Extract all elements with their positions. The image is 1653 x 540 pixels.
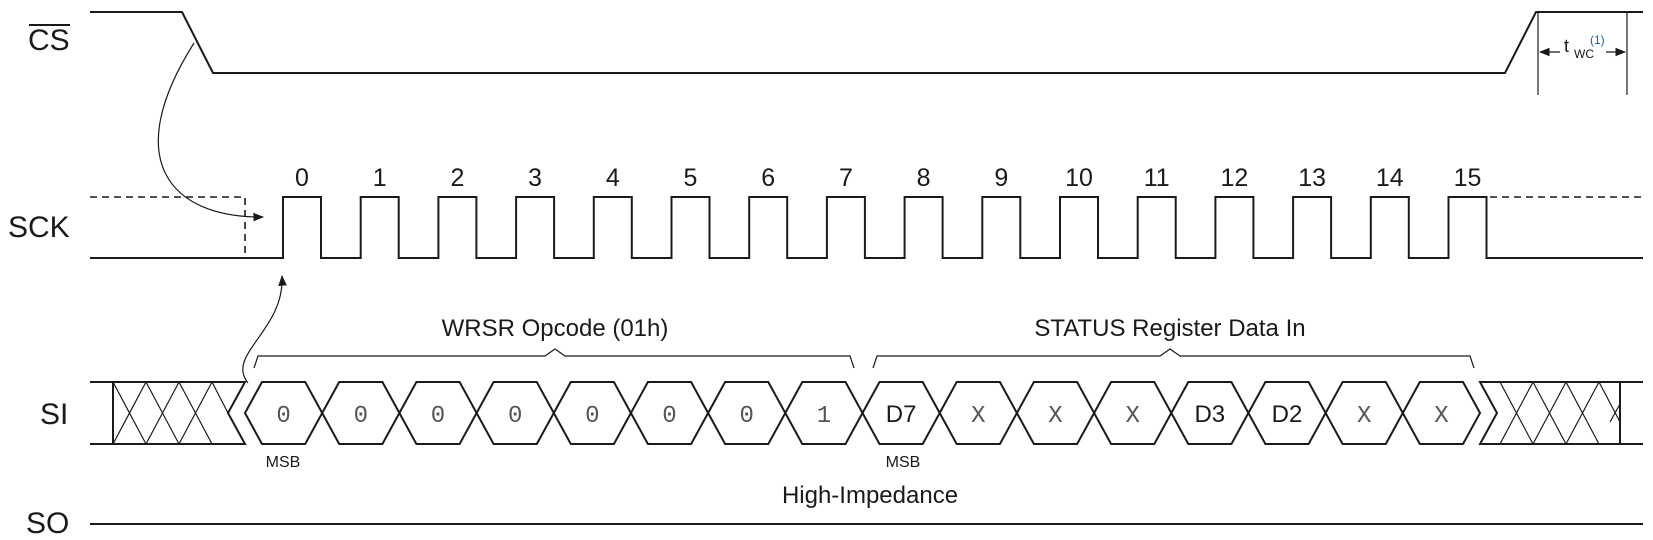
si-bit-value: 1 <box>817 403 831 430</box>
si-bit-value: 0 <box>662 403 676 430</box>
clock-label: 10 <box>1065 164 1093 192</box>
si-bit-value: 0 <box>585 403 599 430</box>
sck-label: SCK <box>8 211 70 244</box>
status-data-group-label: STATUS Register Data In <box>1034 315 1305 342</box>
si-bit-value: 0 <box>739 403 753 430</box>
clock-label: 13 <box>1298 164 1326 192</box>
clock-label: 12 <box>1220 164 1248 192</box>
twc-subscript: WC <box>1574 47 1594 61</box>
si-bit-value: 0 <box>276 403 290 430</box>
si-bits: 0 0 0 0 0 0 0 1 D7 X X X D3 D2 X X <box>243 381 1482 445</box>
clock-label: 6 <box>761 164 775 192</box>
clock-label: 15 <box>1454 164 1482 192</box>
si-bit-cell <box>1401 381 1482 445</box>
clock-label: 7 <box>839 164 853 192</box>
si-bit-value: D2 <box>1272 401 1303 428</box>
si-bit-value: X <box>971 403 985 430</box>
clock-label: 5 <box>684 164 698 192</box>
si-bit-value: X <box>1434 403 1448 430</box>
si-bit-value: X <box>1357 403 1371 430</box>
clock-label: 8 <box>917 164 931 192</box>
clock-label: 9 <box>994 164 1008 192</box>
si-dont-care-left <box>112 381 247 445</box>
si-bit-value: 0 <box>508 403 522 430</box>
clock-label: 11 <box>1144 164 1170 192</box>
si-dont-care-right <box>1478 381 1621 445</box>
si-bit-value: X <box>1125 403 1139 430</box>
si-bit-value: 0 <box>431 403 445 430</box>
cs-to-sck-arrow <box>157 42 265 222</box>
twc-annotation: t WC (1) <box>1537 12 1628 95</box>
opcode-group-label: WRSR Opcode (01h) <box>442 315 669 342</box>
msb-label-opcode: MSB <box>266 454 301 471</box>
clock-label: 1 <box>373 164 387 192</box>
clock-label: 3 <box>528 164 542 192</box>
twc-symbol: t <box>1564 36 1569 56</box>
clock-label: 0 <box>295 164 309 192</box>
clock-label: 2 <box>450 164 464 192</box>
status-data-brace <box>872 348 1475 369</box>
si-bit-value: 0 <box>354 403 368 430</box>
si-to-sck-arrow <box>242 274 287 384</box>
sck-waveform <box>90 196 1643 259</box>
si-bit-value: X <box>1048 403 1062 430</box>
cs-waveform <box>90 11 1643 74</box>
cs-label: CS <box>28 24 70 57</box>
sck-dashed-idle-left <box>90 196 246 258</box>
so-state-label: High-Impedance <box>782 482 958 509</box>
clock-label: 4 <box>606 164 620 192</box>
si-bit-value: D3 <box>1194 401 1225 428</box>
so-label: SO <box>26 507 69 540</box>
opcode-brace <box>253 348 855 369</box>
twc-footnote-ref: (1) <box>1590 33 1605 47</box>
si-label: SI <box>40 398 68 431</box>
msb-label-data: MSB <box>886 454 921 471</box>
clock-label: 14 <box>1376 164 1404 192</box>
si-bit-value: D7 <box>886 401 917 428</box>
